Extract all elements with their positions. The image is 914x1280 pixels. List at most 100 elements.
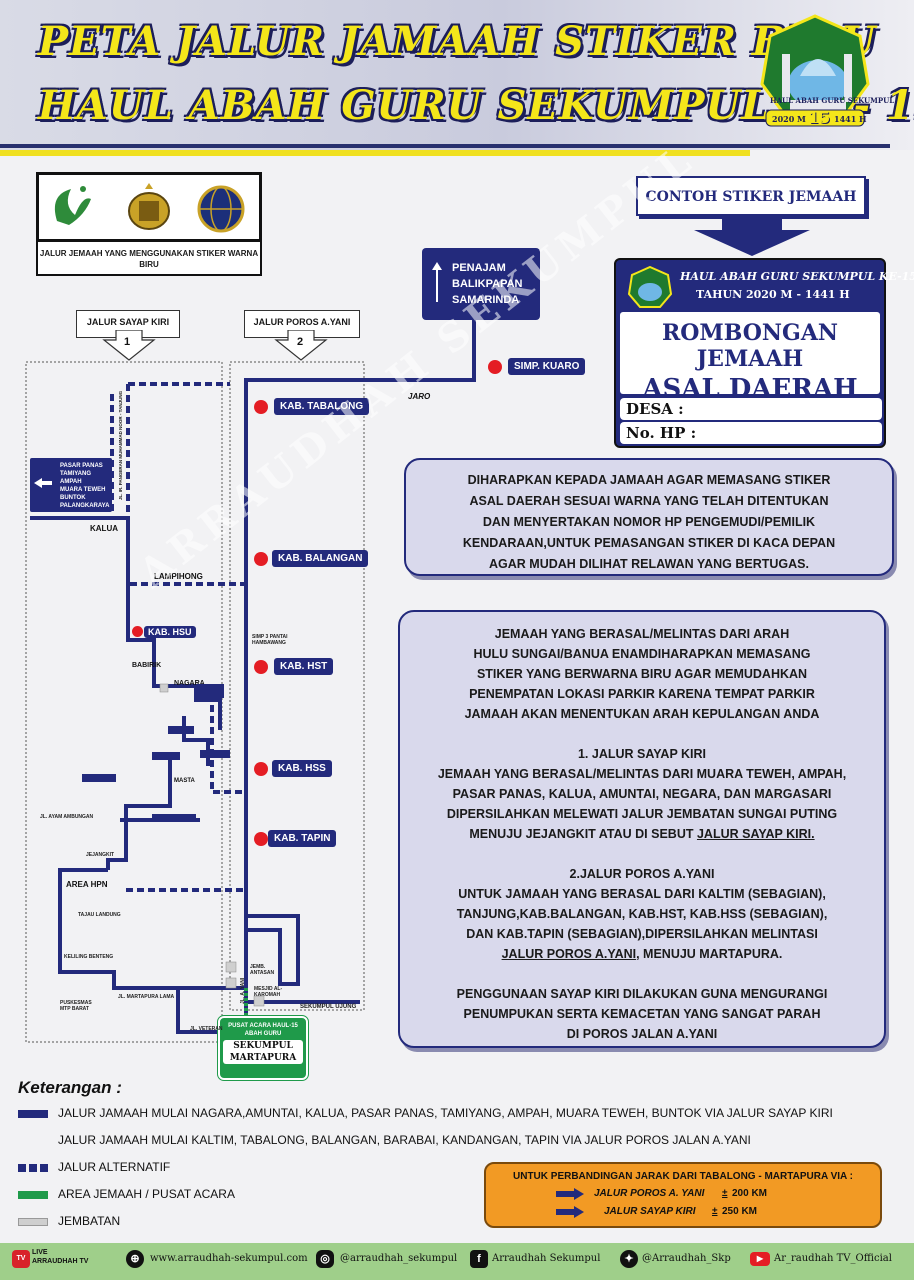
notice2-sec2-link: JALUR POROS A.YANI xyxy=(501,947,637,961)
label-lampihong: LAMPIHONG xyxy=(154,572,203,581)
west-dest-4: MUARA TEWEH xyxy=(60,487,106,493)
west-dest-2: TAMIYANG xyxy=(60,471,92,477)
comparison-pm-2: ± xyxy=(712,1206,718,1217)
title-line-1: PETA JALUR JAMAAH STIKER BIRU xyxy=(38,18,877,65)
event-martapura-label: MARTAPURA xyxy=(229,1053,297,1063)
legend-text: AREA JEMAAH / PUSAT ACARA xyxy=(58,1187,235,1201)
route1-arrow xyxy=(102,329,156,367)
dash-1: - xyxy=(436,262,440,274)
label-kab-tabalong: KAB. TABALONG xyxy=(274,398,370,415)
label-jl-martapura-lama: JL. MARTAPURA LAMA xyxy=(118,994,175,1000)
footer-twitter[interactable]: @Arraudhah_Skp xyxy=(642,1253,731,1264)
notice2-intro-line: STIKER YANG BERWARNA BIRU AGAR MEMUDAHKA… xyxy=(476,667,808,681)
marker-kab-tapin xyxy=(254,832,268,846)
sticker-logo-icon xyxy=(628,266,672,308)
mosque-logo-icon xyxy=(760,14,870,127)
route2-arrow xyxy=(274,329,328,367)
notice2-sec2-line: TANJUNG,KAB.BALANGAN, KAB.HST, KAB.HSS (… xyxy=(456,907,828,921)
footer-live-line2: ARRAUDHAH TV xyxy=(32,1258,89,1265)
alternate-routes xyxy=(110,382,246,892)
arrow-left-icon xyxy=(34,478,52,488)
legend-swatch-grey xyxy=(18,1218,48,1226)
arrow-up-icon xyxy=(432,262,442,302)
event-center-box: PUSAT ACARA HAUL-15 ABAH GURU SEKUMPUL M… xyxy=(218,1016,308,1080)
footer-instagram[interactable]: @arraudhah_sekumpul xyxy=(340,1253,458,1264)
arraudhah-calligraphy-logo-icon xyxy=(54,186,91,225)
footer-live-line1: LIVE xyxy=(32,1249,48,1256)
sekumpul-loop xyxy=(246,914,360,1004)
notice2-sec1-line: DIPERSILAHKAN MELEWATI JALUR JEMBATAN SU… xyxy=(446,807,838,821)
label-sekumpul-ujung: SEKUMPUL UJUNG xyxy=(300,1004,357,1010)
legend-swatch-dashed xyxy=(18,1164,48,1172)
bridge-markers xyxy=(159,683,265,1007)
comparison-dist-1: 200 KM xyxy=(732,1188,768,1199)
marker-kab-balangan xyxy=(254,552,268,566)
legend-text: JEMBATAN xyxy=(58,1214,121,1228)
west-dest-1: PASAR PANAS xyxy=(60,463,103,469)
west-dest-3: AMPAH xyxy=(60,479,82,485)
notice2-sec2-last: , MENUJU MARTAPURA. xyxy=(636,947,783,961)
label-kab-tapin: KAB. TAPIN xyxy=(268,830,337,847)
label-jaro: JARO xyxy=(408,392,431,401)
label-kab-hss: KAB. HSS xyxy=(272,760,332,777)
route-map xyxy=(25,320,476,1043)
legend-text: JALUR JAMAAH MULAI KALTIM, TABALONG, BAL… xyxy=(58,1133,751,1147)
agency-caption: JALUR JEMAAH YANG MENGGUNAKAN STIKER WAR… xyxy=(36,242,262,276)
label-jl-ahmad-yani: JL. A. YANI xyxy=(240,977,246,1004)
sticker-example: HAUL ABAH GURU SEKUMPUL KE-15 TAHUN 2020… xyxy=(614,258,914,448)
haul-logo: HAUL ABAH GURU SEKUMPUL 2020 M 15 1441 H xyxy=(760,14,894,132)
notice2-closing-line: PENUMPUKAN SERTA KEMACETAN YANG SANGAT P… xyxy=(463,1007,821,1021)
twitter-icon: ✦ xyxy=(620,1250,638,1268)
arrow-right-icon xyxy=(556,1206,584,1218)
legend-title: Keterangan : xyxy=(18,1078,122,1097)
label-masta: MASTA xyxy=(174,778,195,784)
label-simp3-pantai-hambawang: SIMP 3 PANTAI HAMBAWANG xyxy=(252,634,288,646)
notice2-intro-line: JAMAAH AKAN MENENTUKAN ARAH KEPULANGAN A… xyxy=(464,707,820,721)
notice1-line: KENDARAAN,UNTUK PEMASANGAN STIKER DI KAC… xyxy=(462,536,836,550)
footer-facebook[interactable]: Arraudhah Sekumpul xyxy=(492,1253,601,1264)
legend-swatch-solid xyxy=(18,1110,48,1118)
header-banner xyxy=(0,0,914,150)
arrow-right-icon xyxy=(556,1188,584,1200)
sticker-top-line2: TAHUN 2020 M - 1441 H xyxy=(696,288,850,301)
label-jl-ayam-ambungan: JL. AYAM AMBUNGAN xyxy=(40,814,94,820)
notice2-sec1-line: PASAR PANAS, KALUA, AMUNTAI, NEGARA, DAN… xyxy=(452,787,832,801)
notice2-closing-line: PENGGUNAAN SAYAP KIRI DILAKUKAN GUNA MEN… xyxy=(456,987,828,1001)
label-jemb-antasan: JEMB. ANTASAN xyxy=(250,964,275,976)
map-tag-2 xyxy=(152,752,180,760)
north-dest-3: SAMARINDA xyxy=(452,294,520,306)
label-keliling-benteng: KELILING BENTENG xyxy=(64,954,114,960)
notice2-sec2-title: 2.JALUR POROS A.YANI xyxy=(569,867,715,881)
route1-number: 1 xyxy=(124,336,131,348)
comparison-dist-2: 250 KM xyxy=(722,1206,758,1217)
logo-year-h: 1441 H xyxy=(834,114,867,124)
event-sekumpul-label: SEKUMPUL xyxy=(233,1041,293,1051)
map-tag-6 xyxy=(152,814,196,822)
notice2-intro-line: PENEMPATAN LOKASI PARKIR KARENA TEMPAT P… xyxy=(469,687,815,701)
label-jejangkit: JEJANGKIT xyxy=(86,852,115,858)
notice2-sec1-line: JEMAAH YANG BERASAL/MELINTAS DARI MUARA … xyxy=(437,767,847,781)
map-tag-4 xyxy=(168,726,194,734)
route2-number: 2 xyxy=(297,336,304,348)
sticker-desa-field: DESA : xyxy=(620,398,882,420)
footer-website[interactable]: www.arraudhah-sekumpul.com xyxy=(150,1253,308,1264)
sticker-arrow xyxy=(692,216,812,256)
comparison-title: UNTUK PERBANDINGAN JARAK DARI TABALONG -… xyxy=(513,1171,853,1182)
footer-bar: TV LIVE ARRAUDHAH TV ⊕ www.arraudhah-sek… xyxy=(0,1243,914,1280)
notice-sticker-placement: DIHARAPKAN KEPADA JAMAAH AGAR MEMASANG S… xyxy=(404,458,894,576)
globe-icon: ⊕ xyxy=(126,1250,144,1268)
footer-youtube[interactable]: Ar_raudhah TV_Official xyxy=(774,1253,892,1264)
marker-kab-hst xyxy=(254,660,268,674)
label-simp-kuaro: SIMP. KUARO xyxy=(508,358,586,375)
event-center-caption: PUSAT ACARA HAUL-15 ABAH GURU xyxy=(228,1023,298,1037)
notice2-sec2-line: UNTUK JAMAAH YANG BERASAL DARI KALTIM (S… xyxy=(458,887,826,901)
legend-text: JALUR ALTERNATIF xyxy=(58,1160,171,1174)
notice2-closing-line: DI POROS JALAN A.YANI xyxy=(566,1027,718,1041)
comparison-route-1: JALUR POROS A. YANI xyxy=(594,1188,705,1199)
header-divider-navy xyxy=(0,144,890,148)
label-jl-ir-pm-noor: JL. IR. PANGERAN MUHAMMAD NOOR - TANJUNG xyxy=(118,390,123,500)
facebook-icon: f xyxy=(470,1250,488,1268)
legend-swatch-green xyxy=(18,1191,48,1199)
notice1-line: DAN MENYERTAKAN NOMOR HP PENGEMUDI/PEMIL… xyxy=(482,515,816,529)
notice1-line: AGAR MUDAH DILIHAT RELAWAN YANG BERTUGAS… xyxy=(489,557,809,571)
